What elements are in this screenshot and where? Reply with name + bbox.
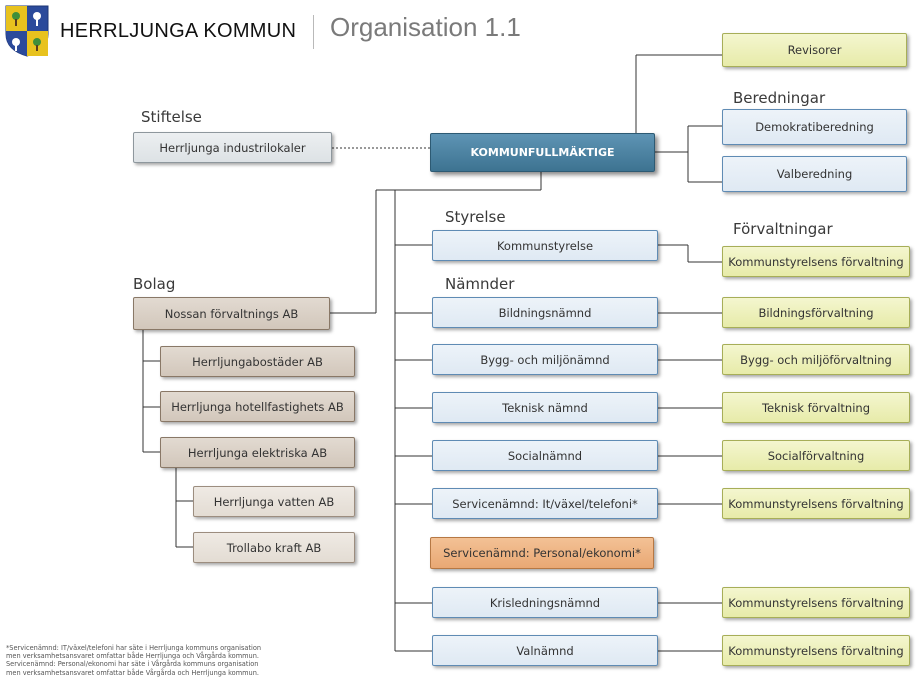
box-kommunfullmaktige: KOMMUNFULLMÄKTIGE: [430, 133, 655, 172]
box-kommunstyrelsens-forvaltning-it: Kommunstyrelsens förvaltning: [722, 488, 910, 519]
label-bolag: Bolag: [133, 275, 176, 293]
box-socialnamnd: Socialnämnd: [432, 440, 658, 471]
box-trollabo-kraft-ab: Trollabo kraft AB: [193, 532, 355, 563]
header-divider: [313, 15, 314, 49]
box-teknisk-forvaltning: Teknisk förvaltning: [722, 392, 910, 423]
label-beredningar: Beredningar: [733, 89, 826, 107]
box-teknisk-namnd: Teknisk nämnd: [432, 392, 658, 423]
box-socialforvaltning: Socialförvaltning: [722, 440, 910, 471]
box-bildningsnamnd: Bildningsnämnd: [432, 297, 658, 328]
footnote-line: men verksamhetsansvaret omfattar både Vå…: [6, 668, 259, 677]
label-forvaltningar: Förvaltningar: [733, 220, 833, 238]
box-bygg-och-miljoforvaltning: Bygg- och miljöförvaltning: [722, 344, 910, 375]
footnote-line: men verksamhetsansvaret omfattar både He…: [6, 652, 259, 661]
box-krisledningsnamnd: Krisledningsnämnd: [432, 587, 658, 618]
logo: [4, 4, 50, 58]
box-nossan-forvaltnings-ab: Nossan förvaltnings AB: [133, 297, 330, 330]
label-namnder: Nämnder: [445, 275, 515, 293]
box-bildningsforvaltning: Bildningsförvaltning: [722, 297, 910, 328]
footnote-line: Servicenämnd: Personal/ekonomi har säte …: [6, 660, 259, 669]
box-kommunstyrelsens-forvaltning-kris: Kommunstyrelsens förvaltning: [722, 587, 910, 618]
box-kommunstyrelsens-forvaltning-val: Kommunstyrelsens förvaltning: [722, 635, 910, 666]
box-herrljunga-industrilokaler: Herrljunga industrilokaler: [133, 132, 332, 163]
box-valberedning: Valberedning: [722, 156, 907, 192]
label-styrelse: Styrelse: [445, 208, 506, 226]
box-revisorer: Revisorer: [722, 33, 907, 67]
municipality-name: HERRLJUNGA KOMMUN: [60, 20, 297, 42]
box-herrljunga-hotellfastighets-ab: Herrljunga hotellfastighets AB: [160, 391, 355, 422]
box-bygg-och-miljonamnd: Bygg- och miljönämnd: [432, 344, 658, 375]
footnote-line: *Servicenämnd: IT/växel/telefoni har sät…: [6, 644, 262, 652]
box-demokratiberedning: Demokratiberedning: [722, 109, 907, 145]
box-herrljunga-vatten-ab: Herrljunga vatten AB: [193, 486, 355, 517]
box-servicenamnd-it: Servicenämnd: It/växel/telefoni*: [432, 488, 658, 519]
box-herrljunga-elektriska-ab: Herrljunga elektriska AB: [160, 437, 355, 468]
box-servicenamnd-personal: Servicenämnd: Personal/ekonomi*: [430, 537, 654, 569]
box-kommunstyrelsens-forvaltning: Kommunstyrelsens förvaltning: [722, 246, 910, 277]
footnote: *Servicenämnd: IT/växel/telefoni har sät…: [6, 644, 346, 677]
label-stiftelse: Stiftelse: [141, 108, 202, 126]
box-herrljungabostader-ab: Herrljungabostäder AB: [160, 346, 355, 377]
box-kommunstyrelse: Kommunstyrelse: [432, 230, 658, 261]
box-valnamnd: Valnämnd: [432, 635, 658, 666]
page-title: Organisation 1.1: [330, 12, 521, 42]
